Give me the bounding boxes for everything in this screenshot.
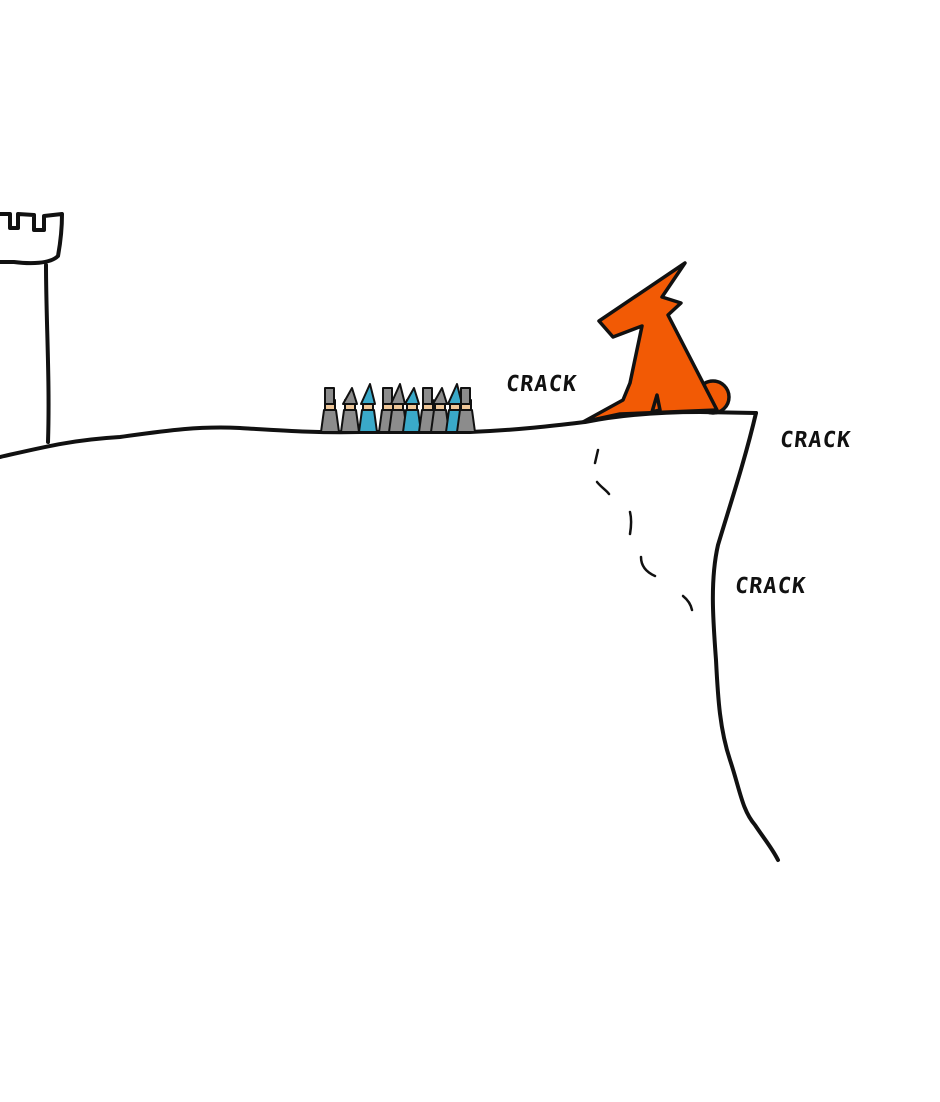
soldier (388, 383, 408, 433)
cliff-face (710, 411, 780, 862)
sound-effect-crack-1: CRACK (504, 372, 579, 397)
soldier (340, 387, 360, 433)
soldier (430, 387, 450, 433)
soldier (358, 383, 378, 433)
sound-effect-crack-3: CRACK (733, 574, 808, 599)
ground-line (0, 410, 758, 459)
orange-creature (581, 261, 731, 424)
sound-effect-crack-2: CRACK (778, 428, 853, 453)
castle-tower (0, 212, 64, 444)
soldier (456, 387, 476, 433)
crack-lines (593, 448, 694, 612)
soldier (320, 387, 340, 433)
army-group (320, 383, 476, 433)
soldier (402, 387, 422, 433)
